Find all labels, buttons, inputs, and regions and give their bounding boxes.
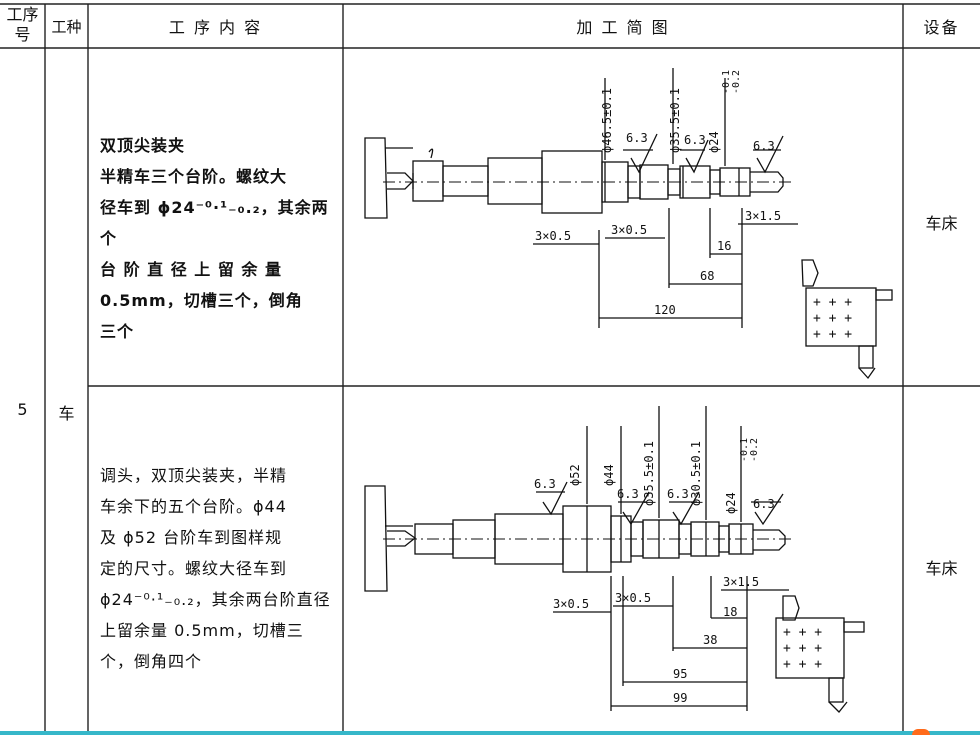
- row1-line: 0.5mm，切槽三个，倒角: [100, 291, 303, 310]
- row2-dim-d1: ϕ52: [568, 464, 582, 486]
- row1-line: 三个: [100, 322, 135, 341]
- row2-tool-grid-2: + + +: [783, 641, 822, 656]
- row1-length-16: 16: [717, 239, 731, 253]
- row2-content: 调头，双顶尖装夹，半精 车余下的五个台阶。ϕ44 及 ϕ52 台阶车到图样规 定…: [100, 460, 340, 677]
- row2-line: 定的尺寸。螺纹大径车到: [100, 559, 288, 578]
- row2-line: 车余下的五个台阶。ϕ44: [100, 497, 287, 516]
- header-step-bottom: 号: [14, 25, 31, 44]
- row1-tol-lower: -0.2: [731, 70, 742, 94]
- row2-dim-d2: ϕ44: [602, 464, 616, 486]
- row2-roughness-2: 6.3: [617, 487, 639, 501]
- row2-roughness-3: 6.3: [667, 487, 689, 501]
- header-equipment: 设备: [923, 18, 960, 37]
- row2-roughness-1: 6.3: [534, 477, 556, 491]
- row1-tool-grid-2: + + +: [813, 311, 852, 326]
- row2-roughness-4: 6.3: [753, 497, 775, 511]
- row2-dim-d3: ϕ35.5±0.1: [642, 441, 656, 506]
- row2-dim-d4: ϕ30.5±0.1: [689, 441, 703, 506]
- orange-marker: [912, 729, 930, 735]
- row2-tol-upper: -0.1: [739, 438, 750, 462]
- row1-roughness-2: 6.3: [684, 133, 706, 147]
- row1-tool-grid-3: + + +: [813, 327, 852, 342]
- row1-equipment: 车床: [925, 214, 958, 233]
- header-content: 工 序 内 容: [168, 18, 263, 37]
- header-step-number: 工序 号: [0, 4, 45, 48]
- header-step-top: 工序: [6, 5, 39, 24]
- row1-length-68: 68: [700, 269, 714, 283]
- row1-chamfer-3: 3×1.5: [745, 209, 781, 223]
- row1-turning-sketch: ϕ46.5±0.1 ϕ35.5±0.1 ϕ24 -0.1 -0.2 6.3 6.…: [364, 68, 893, 380]
- row1-chamfer-1: 3×0.5: [535, 229, 571, 243]
- row2-length-38: 38: [703, 633, 717, 647]
- row1-length-120: 120: [654, 303, 676, 317]
- row1-dim-d3: ϕ24: [707, 131, 721, 153]
- row2-tool-grid-1: + + +: [783, 625, 822, 640]
- row2-chamfer-3: 3×1.5: [723, 575, 759, 589]
- row1-line: 台 阶 直 径 上 留 余 量: [100, 260, 282, 279]
- row2-length-95: 95: [673, 667, 687, 681]
- row1-line: 双顶尖装夹: [100, 136, 186, 155]
- row1-tol-upper: -0.1: [721, 70, 732, 94]
- row1-line: 半精车三个台阶。螺纹大: [100, 167, 288, 186]
- row2-dim-d5: ϕ24: [724, 492, 738, 514]
- row2-line: 及 ϕ52 台阶车到图样规: [100, 528, 283, 547]
- bottom-accent-bar: [0, 731, 980, 735]
- header-diagram: 加 工 简 图: [576, 18, 670, 37]
- row2-line: 调头，双顶尖装夹，半精: [100, 466, 288, 485]
- row1-roughness-1: 6.3: [626, 131, 648, 145]
- row2-tol-lower: -0.2: [749, 438, 760, 462]
- row2-line: 个，倒角四个: [100, 652, 203, 671]
- row2-chamfer-2: 3×0.5: [615, 591, 651, 605]
- work-type-value: 车: [58, 404, 75, 423]
- row2-length-99: 99: [673, 691, 687, 705]
- row1-roughness-3: 6.3: [753, 139, 775, 153]
- row2-length-18: 18: [723, 605, 737, 619]
- row1-tool-grid-1: + + +: [813, 295, 852, 310]
- row1-dim-d2: ϕ35.5±0.1: [668, 88, 682, 153]
- row1-chamfer-2: 3×0.5: [611, 223, 647, 237]
- row2-line: ϕ24⁻⁰·¹₋₀.₂，其余两台阶直径: [100, 590, 331, 609]
- row2-line: 上留余量 0.5mm，切槽三: [100, 621, 304, 640]
- row2-chamfer-1: 3×0.5: [553, 597, 589, 611]
- step-number-value: 5: [17, 400, 28, 419]
- row2-equipment: 车床: [925, 559, 958, 578]
- row1-line: 径车到 ϕ24⁻⁰·¹₋₀.₂，其余两个: [100, 198, 329, 248]
- row1-dim-d1: ϕ46.5±0.1: [600, 88, 614, 153]
- row2-turning-sketch: ϕ52 ϕ44 ϕ35.5±0.1 ϕ30.5±0.1 ϕ24 -0.1 -0.…: [364, 406, 865, 713]
- header-work-type: 工种: [51, 17, 82, 36]
- row2-tool-grid-3: + + +: [783, 657, 822, 672]
- row1-content: 双顶尖装夹 半精车三个台阶。螺纹大 径车到 ϕ24⁻⁰·¹₋₀.₂，其余两个 台…: [100, 130, 340, 347]
